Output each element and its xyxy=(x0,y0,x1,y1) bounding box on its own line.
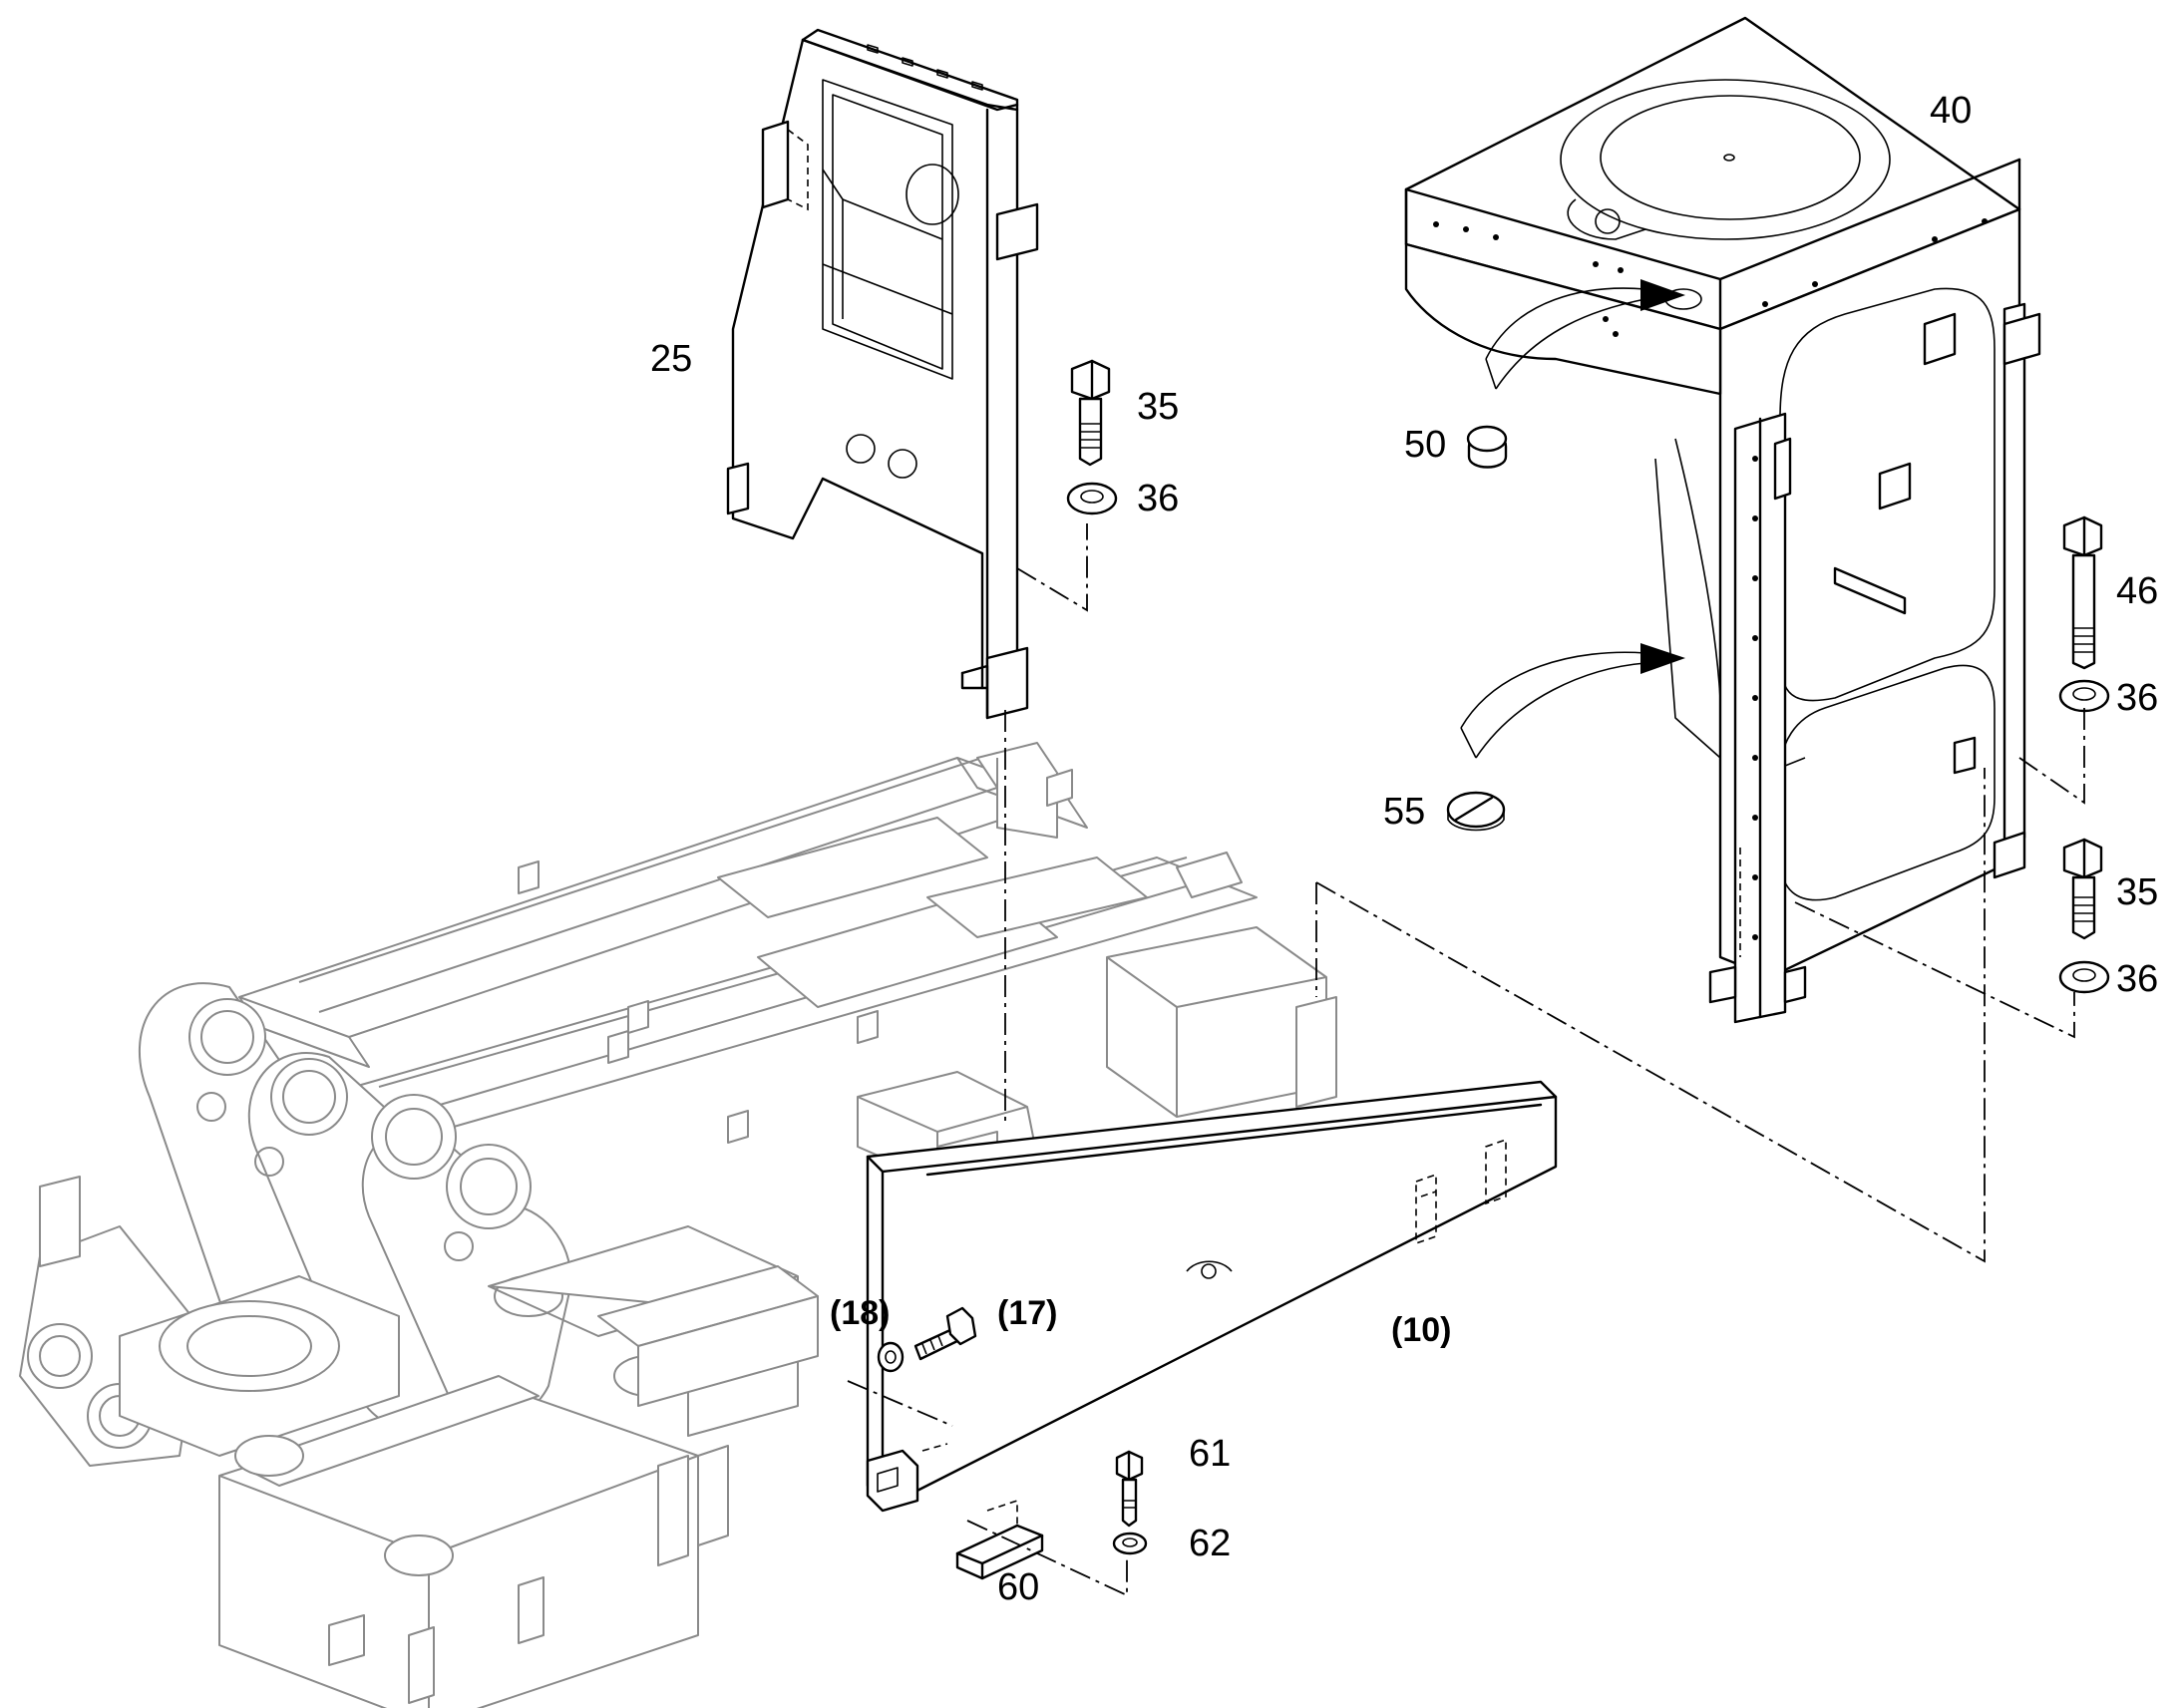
callout-62: 62 xyxy=(1189,1523,1231,1564)
callout-35-upper: 35 xyxy=(1137,386,1179,428)
callout-46: 46 xyxy=(2116,570,2158,612)
callout-10: (10) xyxy=(1391,1311,1451,1349)
part-10-beam xyxy=(866,1080,1558,1513)
bolt-46 xyxy=(2062,515,2103,670)
main-frame-assembly xyxy=(19,742,1337,1708)
bolt-35-upper xyxy=(1070,359,1111,467)
insertion-arrow-55 xyxy=(1460,643,1685,759)
washer-36-upper xyxy=(1066,482,1118,515)
callout-60: 60 xyxy=(997,1566,1039,1608)
callout-25: 25 xyxy=(650,338,692,380)
bolt-17 xyxy=(913,1306,977,1361)
callout-55: 55 xyxy=(1383,791,1425,833)
callout-40: 40 xyxy=(1930,90,1972,132)
washer-62 xyxy=(1112,1532,1148,1555)
bolt-35-right xyxy=(2062,838,2103,940)
washer-36-right-upper xyxy=(2058,679,2110,713)
part-25-stand xyxy=(726,28,1039,720)
callout-labels: 25 35 36 40 50 46 36 55 35 36 (18) (17) … xyxy=(650,90,2158,1608)
part-60-block xyxy=(955,1499,1044,1580)
washer-36-right-lower xyxy=(2058,960,2110,994)
callout-36-right-lower: 36 xyxy=(2116,958,2158,1000)
callout-18: (18) xyxy=(830,1294,890,1332)
callout-35-right: 35 xyxy=(2116,871,2158,913)
callout-36-right-upper: 36 xyxy=(2116,677,2158,719)
washer-18 xyxy=(877,1341,905,1373)
bolt-61 xyxy=(1115,1450,1144,1528)
callout-61: 61 xyxy=(1189,1433,1231,1475)
insertion-arrow-50 xyxy=(1485,279,1685,390)
plug-55 xyxy=(1446,791,1506,832)
callout-17: (17) xyxy=(997,1294,1057,1332)
assembly-lines xyxy=(847,523,2085,1597)
part-40-frame-box xyxy=(1404,16,2041,1024)
callout-36-upper: 36 xyxy=(1137,478,1179,519)
callout-50: 50 xyxy=(1404,424,1446,466)
plug-50 xyxy=(1466,425,1508,469)
